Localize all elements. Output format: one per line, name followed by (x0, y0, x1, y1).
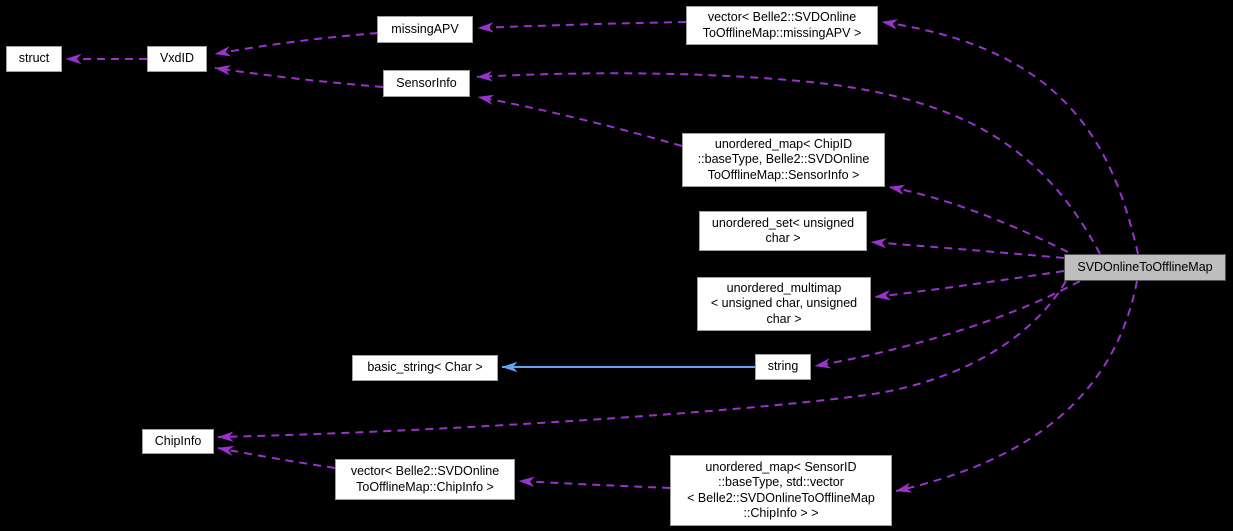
edge-uomapsensorid-to-vecchipinfo (518, 476, 671, 489)
node-svdonlinetoofflinemap-focus: SVDOnlineToOfflineMap (1064, 254, 1226, 281)
edge-main-to-uoset (870, 238, 1065, 259)
edge-missingapv-to-vxdid (214, 32, 379, 57)
node-unordered-set[interactable]: unordered_set< unsigned char > (699, 211, 867, 251)
node-unordered-map-sensorid[interactable]: unordered_map< SensorID ::baseType, std:… (670, 455, 892, 526)
node-unordered-multimap[interactable]: unordered_multimap < unsigned char, unsi… (697, 277, 871, 331)
node-string[interactable]: string (755, 354, 811, 380)
node-missingapv[interactable]: missingAPV (377, 16, 473, 43)
node-vector-chipinfo[interactable]: vector< Belle2::SVDOnline ToOfflineMap::… (335, 459, 515, 500)
node-sensorinfo[interactable]: SensorInfo (383, 70, 470, 97)
edge-main-to-uomultimap (874, 270, 1065, 301)
edge-uomapchipid-to-sensorinfo (477, 94, 683, 147)
node-unordered-map-chipid[interactable]: unordered_map< ChipID ::baseType, Belle2… (682, 133, 885, 187)
edge-sensorinfo-to-vxdid (214, 65, 384, 88)
node-basic-string[interactable]: basic_string< Char > (352, 355, 498, 381)
edge-vecmissingapv-to-missingapv (477, 21, 687, 33)
node-struct[interactable]: struct (6, 46, 62, 72)
node-chipinfo[interactable]: ChipInfo (142, 429, 214, 454)
edge-main-to-sensorinfo (476, 70, 1101, 255)
node-vxdid[interactable]: VxdID (147, 46, 207, 72)
edge-vecchipinfo-to-chipinfo (217, 445, 336, 469)
node-vector-missingapv[interactable]: vector< Belle2::SVDOnline ToOfflineMap::… (686, 6, 878, 45)
edge-main-to-string (814, 280, 1081, 369)
edge-main-to-chipinfo (217, 280, 1067, 442)
edge-main-to-uomapchipid (888, 184, 1069, 253)
edge-main-to-uomapsensorid (895, 280, 1138, 493)
edge-main-to-vecmissingapv (881, 19, 1139, 255)
